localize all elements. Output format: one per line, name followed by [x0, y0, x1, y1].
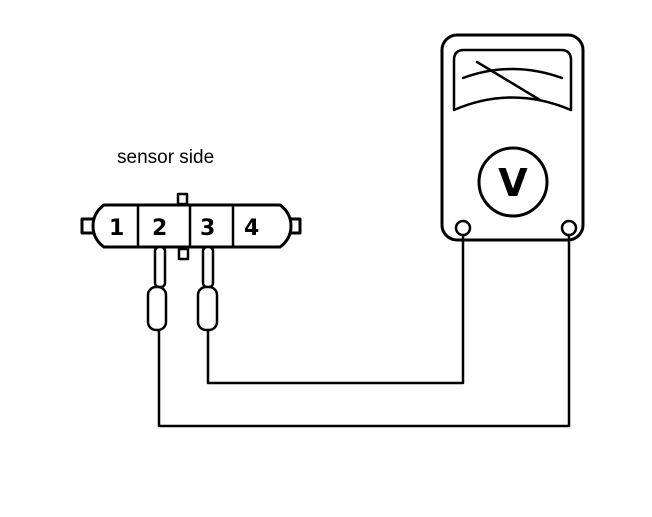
meter-scale-arc: [461, 67, 564, 80]
voltmeter-body: [440, 33, 585, 242]
pin-number: 2: [152, 216, 167, 241]
voltmeter: V: [440, 33, 585, 242]
meter-dial: [477, 146, 549, 218]
sensor-side-caption: sensor side: [117, 147, 214, 168]
sensor-connector: 1 2 3 4: [80, 192, 302, 261]
connector-right-tab: [291, 217, 302, 235]
connector-lock-bottom: [177, 247, 190, 261]
probe-handle: [146, 285, 168, 332]
pin-number: 4: [244, 216, 259, 241]
probe-pin-2: [146, 245, 168, 332]
connector-left-tab: [80, 217, 93, 235]
probe-needle: [201, 245, 215, 289]
volt-label: V: [498, 161, 528, 205]
connector-lock-top: [176, 192, 189, 206]
connector-housing: [91, 203, 293, 249]
probe-needle: [153, 245, 167, 289]
meter-needle: [475, 60, 542, 102]
meter-terminal-right: [560, 219, 578, 237]
pin-number: 3: [200, 216, 215, 241]
meter-scale-window: [452, 48, 573, 112]
pin-number: 1: [109, 216, 124, 241]
test-lead-pin-3: [206, 233, 465, 385]
test-lead-pin-2: [157, 233, 571, 428]
probe-pin-3: [196, 245, 219, 332]
meter-terminal-left: [454, 219, 472, 237]
probe-handle: [196, 285, 219, 332]
